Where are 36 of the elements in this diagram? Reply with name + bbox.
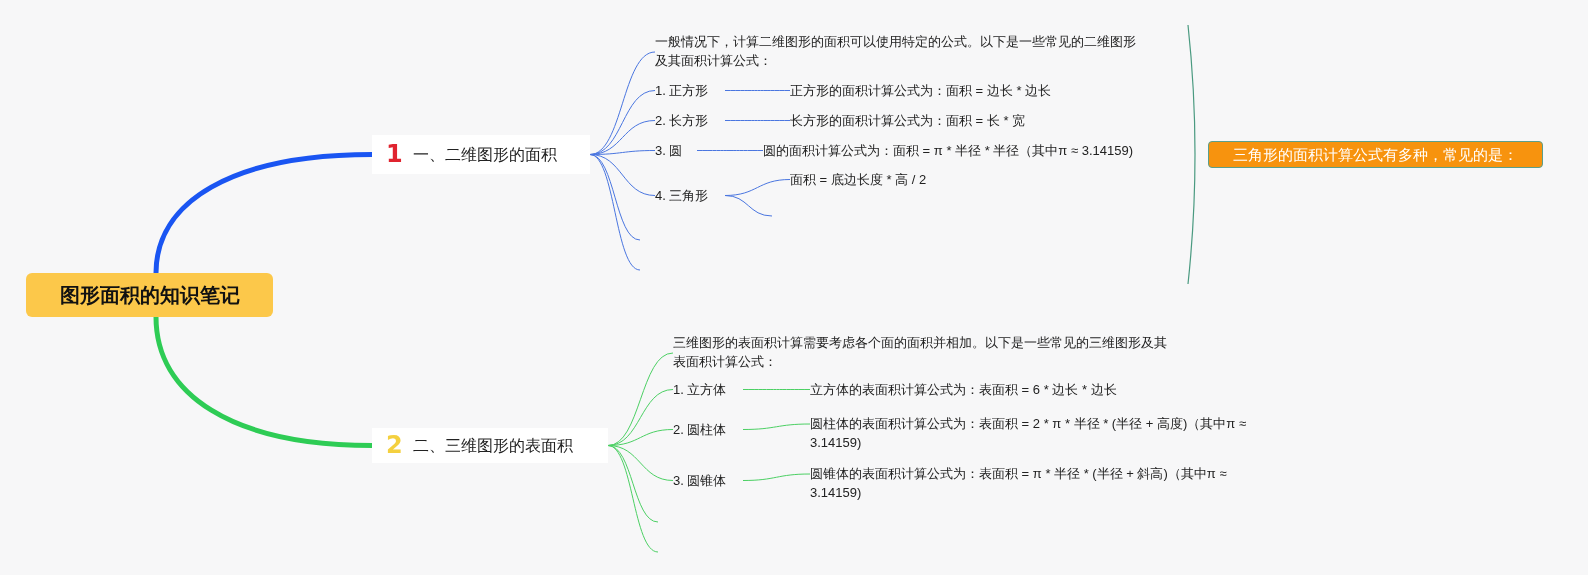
topic-text: 圆的面积计算公式为：面积 = π * 半径 * 半径（其中π ≈ 3.14159) <box>763 141 1183 160</box>
topic-text: 2. 圆柱体 <box>673 420 743 439</box>
topic-text: 一般情况下，计算二维图形的面积可以使用特定的公式。以下是一些常见的二维图形及其面积计算公式： <box>655 32 1143 72</box>
topic-text: 二、三维图形的表面积 <box>412 436 573 455</box>
branch-line <box>724 195 773 217</box>
topic-text: 面积 = 底边长度 * 高 / 2 <box>790 170 990 189</box>
topic-text: 一、二维图形的面积 <box>412 145 557 164</box>
topic-text: 立方体的表面积计算公式为：表面积 = 6 * 边长 * 边长 <box>810 380 1210 399</box>
branch-line <box>607 445 659 553</box>
topic-text: 3. 圆锥体 <box>673 471 743 490</box>
central-topic: 图形面积的知识笔记 <box>26 273 273 317</box>
main-branch-line <box>153 152 373 274</box>
topic-text: 2. 长方形 <box>655 111 725 130</box>
branch-line <box>742 389 811 390</box>
topic-box <box>372 428 608 463</box>
topic-text: 4. 三角形 <box>655 186 725 205</box>
topic-text: 三维图形的表面积计算需要考虑各个面的面积并相加。以下是一些常见的三维图形及其表面积计算公式： <box>673 333 1173 373</box>
branch-line <box>696 150 764 151</box>
topic-text: 圆柱体的表面积计算公式为：表面积 = 2 * π * 半径 * (半径 + 高度)（其中π ≈ 3.14159) <box>810 414 1280 452</box>
branch-line <box>724 120 791 121</box>
topic-number: 2 <box>386 436 403 455</box>
branch-line <box>724 90 791 91</box>
topic-text: 3. 圆 <box>655 141 697 160</box>
topic-text: 长方形的面积计算公式为：面积 = 长 * 宽 <box>790 111 1090 130</box>
topic-text: 1. 正方形 <box>655 81 725 100</box>
topic-text: 正方形的面积计算公式为：面积 = 边长 * 边长 <box>790 81 1110 100</box>
topic-number: 1 <box>386 145 403 164</box>
topic-box <box>372 135 590 174</box>
main-branch-line <box>153 316 373 448</box>
topic-text: 圆锥体的表面积计算公式为：表面积 = π * 半径 * (半径 + 斜高)（其中π ≈ 3.14159) <box>810 464 1280 502</box>
branch-line <box>742 423 811 430</box>
summary-topic: 三角形的面积计算公式有多种，常见的是： <box>1208 141 1543 168</box>
branch-line <box>607 352 674 446</box>
branch-line <box>589 154 641 271</box>
topic-text: 1. 立方体 <box>673 380 743 399</box>
branch-line <box>742 473 811 481</box>
